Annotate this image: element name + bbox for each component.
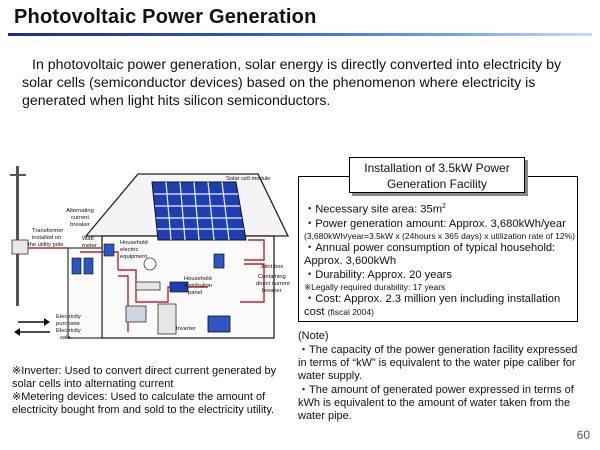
installation-title: Installation of 3.5kW Power Generation F… [349, 157, 525, 193]
footnotes: ※Inverter: Used to convert direct curren… [12, 365, 292, 417]
solar-panel [151, 181, 247, 241]
durability-text: Durability: Approx. 20 years [315, 268, 453, 281]
fridge-icon [157, 303, 177, 335]
cost-note: (fiscal 2004) [327, 306, 374, 317]
solar-cell-module-label: Solar cell module [226, 176, 270, 182]
bullet: ・ [304, 268, 316, 281]
site-area-item: ・Necessary site area: 35m2 [304, 200, 576, 217]
transformer-label-2: installed on [32, 235, 61, 241]
ac-breaker-label-3: breaker [70, 222, 90, 228]
distribution-label-2: distribution [184, 283, 212, 289]
sale-label-2: sale [60, 335, 71, 341]
distribution-label-1: Household [184, 276, 212, 282]
transformer-icon [11, 239, 29, 255]
transformer-label-3: the utility pole [28, 242, 63, 248]
bullet: ・ [304, 241, 316, 254]
page-number: 60 [576, 428, 590, 442]
heater-icon [135, 281, 161, 291]
transformer-label-1: Transformer [32, 228, 63, 234]
ac-breaker-label-2: current [71, 215, 89, 221]
title-rule [8, 33, 592, 36]
ac-breaker-label-1: Alternating [66, 208, 94, 214]
joint-box [213, 253, 225, 269]
watt-meter-icon-2 [83, 257, 94, 275]
distribution-panel-icon [169, 281, 189, 293]
purchase-label-2: purchase [56, 321, 80, 327]
joint-box-label: Joint box [260, 264, 283, 270]
installation-title-line1: Installation of 3.5kW Power [364, 161, 510, 175]
inverter-icon [207, 315, 231, 333]
durability-item: ・Durability: Approx. 20 years ※Legally r… [304, 269, 576, 292]
equipment-label-2: electric [120, 247, 138, 253]
watt-meter-label-1: Watt [82, 236, 94, 242]
power-amount-note: (3,680kWh/year=3.5kW x (24hours x 365 da… [304, 230, 575, 241]
power-amount-text: Power generation amount: Approx. 3,680kW… [315, 217, 566, 230]
ac-breaker-icon [103, 243, 115, 257]
power-amount-item: ・Power generation amount: Approx. 3,680k… [304, 218, 576, 241]
dc-breaker-label-1: Containing [258, 274, 286, 280]
consumption-text: Annual power consumption of typical hous… [304, 241, 556, 267]
intro-text: In photovoltaic power generation, solar … [22, 57, 562, 109]
equipment-label-1: Household [120, 240, 148, 246]
bullet: ・ [304, 217, 316, 230]
equipment-label-3: equipment [120, 254, 147, 260]
note-item-2: ・The amount of generated power expressed… [298, 384, 574, 422]
dc-breaker-label-3: breaker [262, 288, 282, 294]
inverter-label: Inverter [176, 326, 196, 332]
site-area-text: Necessary site area: 35m [315, 203, 443, 216]
tv-icon [125, 305, 147, 323]
footnote-inverter: ※Inverter: Used to convert direct curren… [12, 365, 277, 390]
durability-note: ※Legally required durability: 17 years [304, 281, 446, 292]
distribution-label-3: panel [188, 290, 202, 296]
note-heading: (Note) [298, 330, 329, 342]
note-item-1: ・The capacity of the power generation fa… [298, 344, 578, 382]
dc-breaker-label-2: direct current [256, 281, 290, 287]
cost-text: Cost: Approx. 2.3 million yen including … [304, 292, 561, 318]
watt-meter-icon [71, 257, 82, 275]
purchase-sale-arrows [14, 318, 50, 336]
bullet: ・ [304, 292, 316, 305]
footnote-metering: ※Metering devices: Used to calculate the… [12, 391, 275, 416]
installation-list: ・Necessary site area: 35m2 ・Power genera… [304, 200, 576, 320]
consumption-item: ・Annual power consumption of typical hou… [304, 242, 576, 268]
intro-paragraph: In photovoltaic power generation, solar … [22, 56, 582, 110]
note-section: (Note) ・The capacity of the power genera… [298, 330, 588, 423]
installation-box [298, 176, 578, 322]
page-title: Photovoltaic Power Generation [14, 6, 317, 28]
utility-pole [10, 166, 29, 306]
purchase-label-1: Electricity [56, 314, 81, 320]
installation-title-line2: Generation Facility [386, 177, 488, 191]
site-area-sup: 2 [442, 203, 446, 210]
sale-label-1: Electricity [56, 328, 81, 334]
clock-icon [143, 257, 157, 271]
cost-item: ・Cost: Approx. 2.3 million yen including… [304, 293, 576, 319]
house-diagram: Solar cell module Alternating current br… [10, 166, 290, 341]
bullet: ・ [304, 203, 316, 216]
watt-meter-label-2: meter [82, 243, 97, 249]
